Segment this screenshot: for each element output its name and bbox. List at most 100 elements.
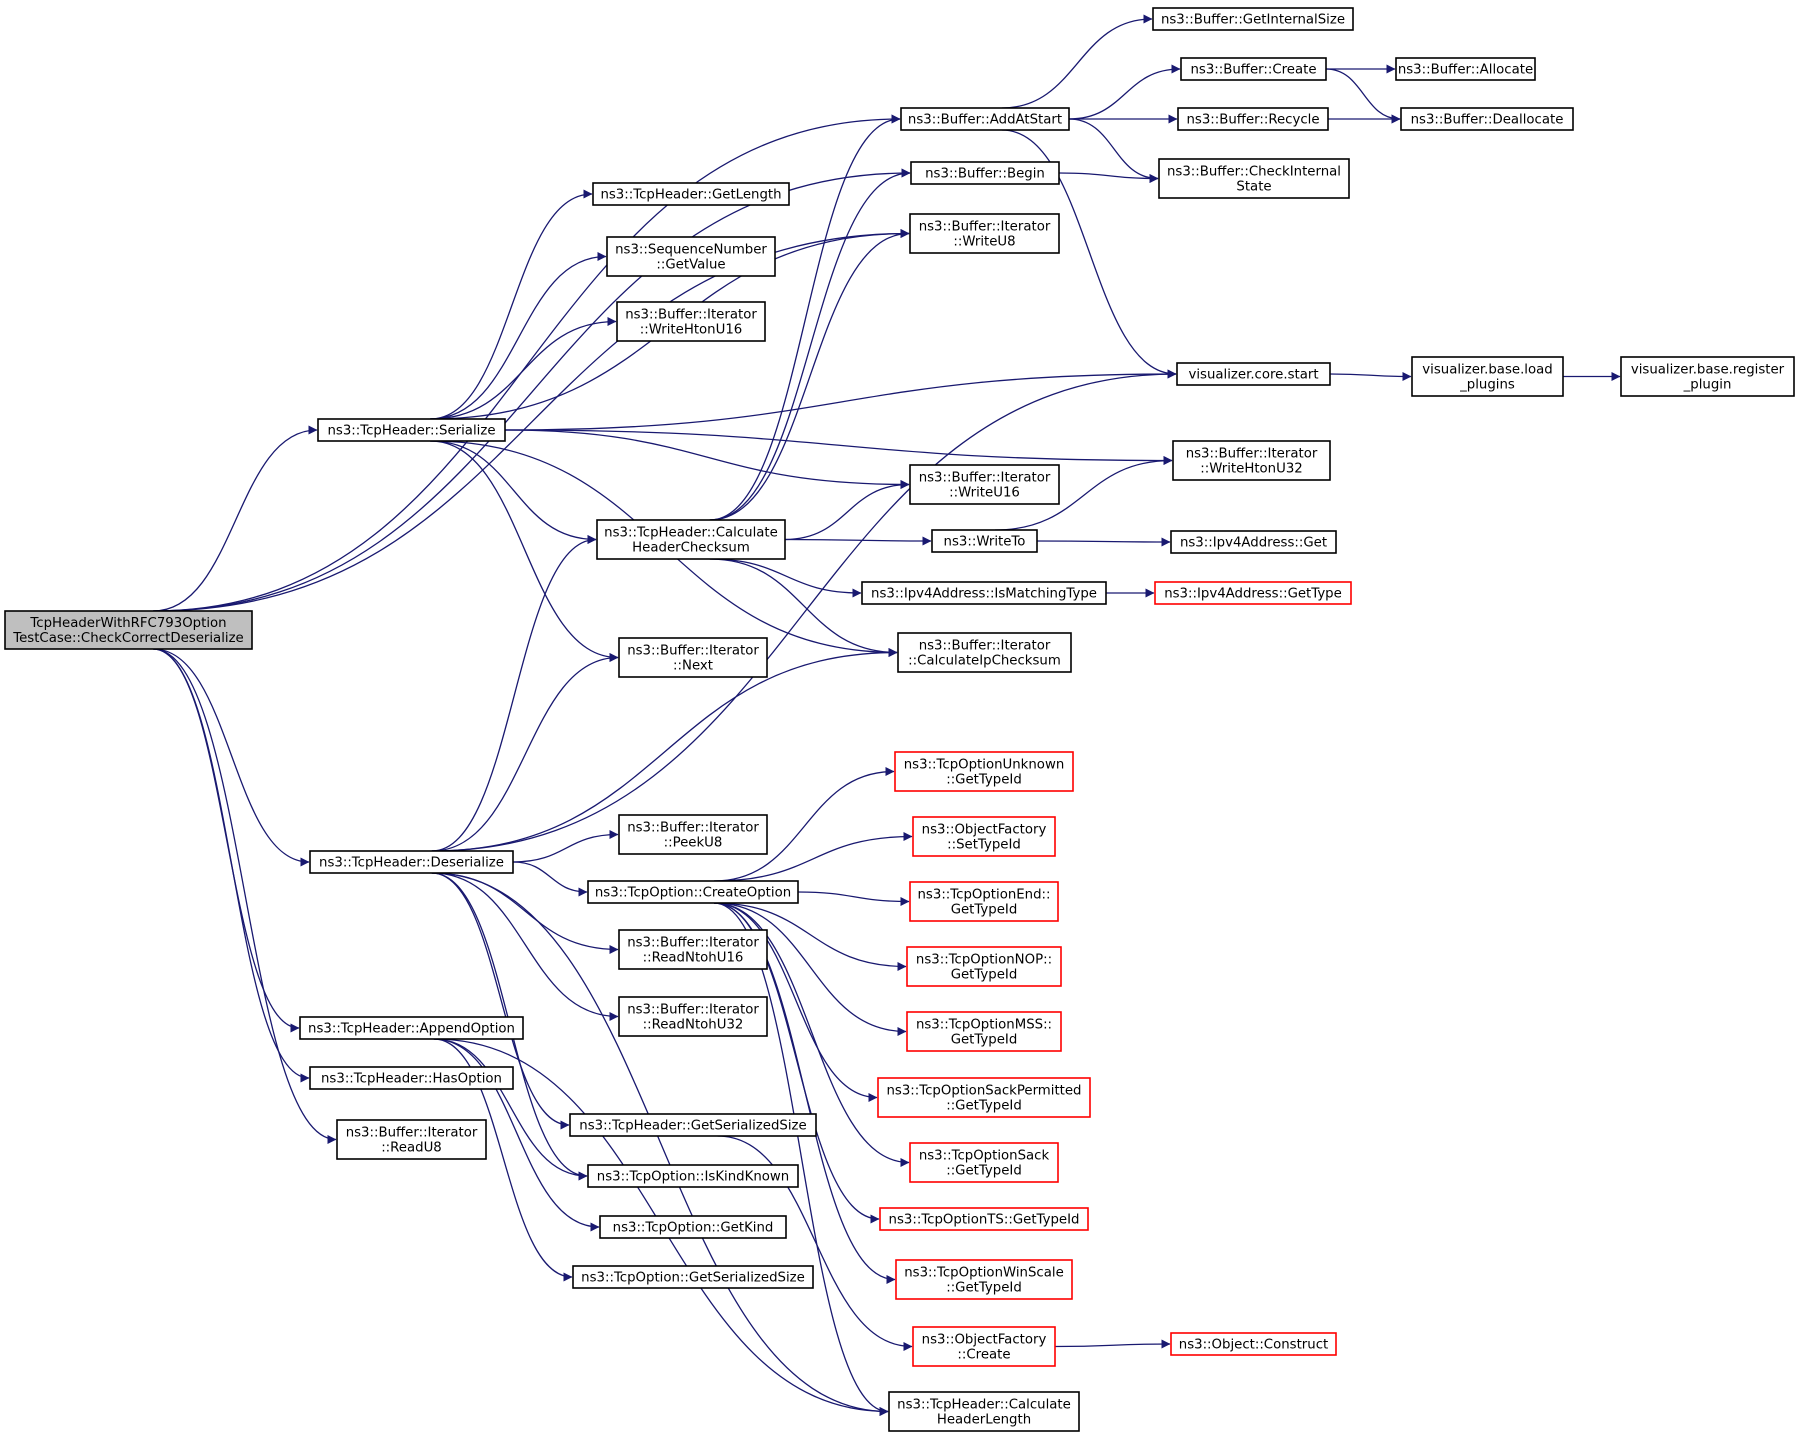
node-label: ns3::Buffer::Iterator [627,1003,759,1018]
node-box [910,161,1060,185]
node-loadplugins[interactable]: visualizer.base.load_plugins [1411,356,1564,397]
node-buffercreate[interactable]: ns3::Buffer::Create [1180,57,1327,81]
node-getlength[interactable]: ns3::TcpHeader::GetLength [592,182,790,206]
node-end_gettypeid[interactable]: ns3::TcpOptionEnd::GetTypeId [909,881,1059,922]
edge-serialize-to-calcchecksum [430,440,597,544]
node-label: ns3::TcpOptionMSS:: [916,1018,1052,1033]
node-ts_gettypeid[interactable]: ns3::TcpOptionTS::GetTypeId [879,1207,1089,1231]
node-label: ::WriteHtonU32 [1200,462,1303,477]
node-label: ns3::TcpOptionEnd:: [918,888,1051,903]
edge-appendoption-to-optgetserializedsize [433,1038,573,1282]
node-vizcorestart[interactable]: visualizer.core.start [1176,362,1331,386]
node-label: ns3::Buffer::CheckInternal [1167,165,1341,180]
node-root[interactable]: TcpHeaderWithRFC793OptionTestCase::Check… [4,610,253,650]
node-label: ns3::TcpHeader::Calculate [897,1398,1071,1413]
edge-addatstart-to-checkinternalstate [1068,118,1159,183]
node-unknown_gettypeid[interactable]: ns3::TcpOptionUnknown::GetTypeId [894,751,1074,792]
edge-serialize-to-next [430,440,619,662]
node-of_settypeid[interactable]: ns3::ObjectFactory::SetTypeId [912,816,1056,857]
node-box [616,301,766,342]
node-next[interactable]: ns3::Buffer::Iterator::Next [618,637,768,678]
node-of_create[interactable]: ns3::ObjectFactory::Create [912,1326,1056,1367]
edge-addatstart-to-getinternalsize [1001,14,1153,109]
node-begin[interactable]: ns3::Buffer::Begin [910,161,1060,185]
node-label: ns3::Object::Construct [1179,1338,1328,1353]
node-ismatchingtype[interactable]: ns3::Ipv4Address::IsMatchingType [861,581,1107,605]
node-getkind[interactable]: ns3::TcpOption::GetKind [599,1215,787,1239]
node-createoption[interactable]: ns3::TcpOption::CreateOption [587,880,799,904]
node-label: ns3::TcpOptionSackPermitted [886,1084,1081,1099]
node-writeu8[interactable]: ns3::Buffer::Iterator::WriteU8 [909,213,1060,254]
node-nop_gettypeid[interactable]: ns3::TcpOptionNOP::GetTypeId [906,946,1062,987]
node-box [912,816,1056,857]
node-label: TestCase::CheckCorrectDeserialize [12,631,244,646]
node-label: ::GetValue [656,258,725,273]
node-readu8[interactable]: ns3::Buffer::Iterator::ReadU8 [336,1119,487,1160]
node-objconstruct[interactable]: ns3::Object::Construct [1170,1332,1337,1356]
node-label: ::GetTypeId [946,1164,1022,1179]
node-serialize[interactable]: ns3::TcpHeader::Serialize [317,418,506,442]
node-calcipchecksum[interactable]: ns3::Buffer::Iterator::CalculateIpChecks… [897,632,1072,673]
node-box [1170,1332,1337,1356]
node-label: ns3::ObjectFactory [922,823,1047,838]
node-writeto[interactable]: ns3::WriteTo [931,529,1038,553]
node-box [1177,107,1329,131]
node-label: HeaderLength [937,1413,1031,1428]
node-label: ns3::TcpOptionTS::GetTypeId [889,1213,1080,1228]
edge-deserialize-to-next [431,653,619,852]
edge-root-to-hasoption [153,648,310,1083]
edge-calcchecksum-to-ismatchingtype [709,558,862,598]
edge-calcchecksum-to-writeto [784,536,932,546]
node-mss_gettypeid[interactable]: ns3::TcpOptionMSS::GetTypeId [906,1011,1062,1052]
node-label: ns3::ObjectFactory [922,1333,1047,1348]
node-deallocate[interactable]: ns3::Buffer::Deallocate [1400,107,1574,131]
edge-deserialize-to-getserializedsize [431,872,570,1130]
node-sack_gettypeid[interactable]: ns3::TcpOptionSack::GetTypeId [909,1142,1059,1183]
node-seqgetvalue[interactable]: ns3::SequenceNumber::GetValue [606,236,776,277]
node-sackperm_gettypeid[interactable]: ns3::TcpOptionSackPermitted::GetTypeId [877,1077,1091,1118]
edge-createoption-to-end_gettypeid [797,891,910,906]
node-label: ::GetTypeId [946,1099,1022,1114]
edge-calcchecksum-to-writeu16 [784,480,910,541]
node-allocate[interactable]: ns3::Buffer::Allocate [1395,57,1536,81]
node-recycle[interactable]: ns3::Buffer::Recycle [1177,107,1329,131]
node-winscale_gettypeid[interactable]: ns3::TcpOptionWinScale::GetTypeId [895,1259,1073,1300]
node-label: ::WriteU8 [953,235,1015,250]
edge-root-to-readu8 [153,648,337,1144]
node-getinternalsize[interactable]: ns3::Buffer::GetInternalSize [1152,7,1354,31]
node-ipv4get[interactable]: ns3::Ipv4Address::Get [1170,530,1337,554]
node-box [618,637,768,678]
node-label: ns3::Ipv4Address::Get [1180,536,1327,551]
node-readntohu16[interactable]: ns3::Buffer::Iterator::ReadNtohU16 [618,929,768,970]
edge-deserialize-to-createoption [512,861,588,897]
node-writehtonu16[interactable]: ns3::Buffer::Iterator::WriteHtonU16 [616,301,766,342]
node-registerplugin[interactable]: visualizer.base.register_plugin [1620,356,1795,397]
node-getserializedsize[interactable]: ns3::TcpHeader::GetSerializedSize [569,1113,817,1137]
node-iskindknown[interactable]: ns3::TcpOption::IsKindKnown [587,1164,799,1188]
node-writeu16[interactable]: ns3::Buffer::Iterator::WriteU16 [909,464,1060,505]
node-readntohu32[interactable]: ns3::Buffer::Iterator::ReadNtohU32 [618,996,768,1037]
node-label: ns3::Buffer::Iterator [627,644,759,659]
edge-calcchecksum-to-begin [709,168,911,521]
node-box [1620,356,1795,397]
node-writehtonu32[interactable]: ns3::Buffer::Iterator::WriteHtonU32 [1172,440,1331,481]
edge-writeto-to-ipv4get [1036,537,1171,547]
node-deserialize[interactable]: ns3::TcpHeader::Deserialize [309,850,514,874]
node-label: ns3::Buffer::Iterator [346,1126,478,1141]
node-appendoption[interactable]: ns3::TcpHeader::AppendOption [299,1016,524,1040]
node-box [1411,356,1564,397]
node-ipv4gettype[interactable]: ns3::Ipv4Address::GetType [1154,581,1352,605]
node-box [309,1066,514,1090]
node-box [895,1259,1073,1300]
node-label: ns3::TcpOptionNOP:: [916,953,1052,968]
edge-serialize-to-writeu16 [504,429,910,489]
node-addatstart[interactable]: ns3::Buffer::AddAtStart [900,107,1070,131]
node-hasoption[interactable]: ns3::TcpHeader::HasOption [309,1066,514,1090]
node-box [592,182,790,206]
node-box [879,1207,1089,1231]
node-optgetserializedsize[interactable]: ns3::TcpOption::GetSerializedSize [572,1265,814,1289]
node-peeku8[interactable]: ns3::Buffer::Iterator::PeekU8 [618,814,768,855]
